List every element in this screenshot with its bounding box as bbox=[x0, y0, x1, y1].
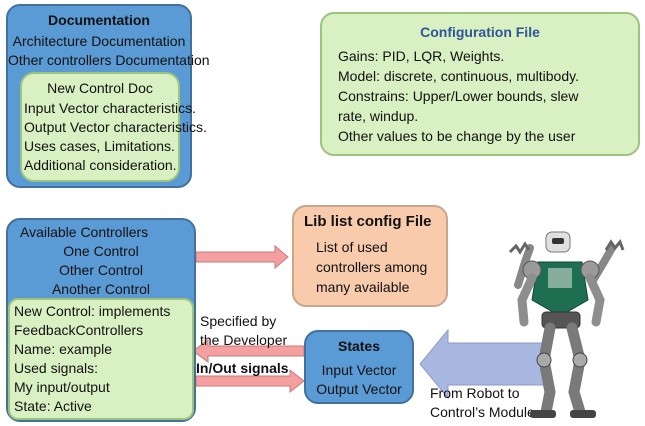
configuration-line: rate, windup. bbox=[338, 108, 419, 124]
new-control-doc-item: Uses cases, Limitations. bbox=[24, 138, 175, 154]
lib-list-config-box: Lib list config File List of used contro… bbox=[292, 205, 448, 307]
specified-by-line: the Developer bbox=[200, 332, 288, 348]
new-control-doc-title: New Control Doc bbox=[47, 80, 153, 96]
configuration-line: Other values to be change by the user bbox=[338, 128, 576, 144]
configuration-file-title: Configuration File bbox=[420, 24, 540, 40]
lib-list-line: List of used bbox=[316, 239, 388, 255]
lib-list-config-title: Lib list config File bbox=[304, 213, 432, 230]
controller-item-other: Other Control bbox=[58, 262, 144, 278]
configuration-line: Model: discrete, continuous, multibody. bbox=[338, 68, 579, 84]
documentation-item-architecture: Architecture Documentation bbox=[12, 33, 186, 49]
states-item-output: Output Vector bbox=[316, 381, 402, 397]
from-robot-line: Control’s Module bbox=[430, 404, 535, 420]
arrow-controllers-to-states bbox=[195, 368, 305, 394]
documentation-box: Documentation Architecture Documentation… bbox=[6, 4, 210, 188]
new-control-doc-item: Input Vector characteristics. bbox=[24, 100, 196, 116]
controller-item-one: One Control bbox=[63, 243, 139, 259]
new-control-line: Name: example bbox=[14, 341, 113, 357]
lib-list-line: controllers among bbox=[316, 259, 428, 275]
states-box: States Input Vector Output Vector bbox=[304, 330, 414, 404]
new-control-doc-item: Output Vector characteristics. bbox=[24, 119, 207, 135]
arrow-states-to-controllers bbox=[192, 339, 305, 363]
arrow-to-lib-list bbox=[195, 244, 289, 270]
states-title: States bbox=[337, 338, 381, 354]
new-control-doc-item: Additional consideration. bbox=[24, 157, 177, 173]
new-control-doc-list: Input Vector characteristics. Output Vec… bbox=[24, 99, 207, 175]
specified-by-label: Specified by the Developer bbox=[200, 312, 287, 350]
documentation-title: Documentation bbox=[48, 12, 150, 28]
arrow-robot-to-states bbox=[419, 328, 547, 400]
specified-by-line: Specified by bbox=[200, 313, 277, 329]
new-control-line: State: Active bbox=[14, 398, 92, 414]
states-item-input: Input Vector bbox=[321, 362, 397, 378]
documentation-item-other: Other controllers Documentation bbox=[8, 52, 210, 68]
new-control-line: Used signals: bbox=[14, 360, 99, 376]
new-control-line: My input/output bbox=[14, 379, 110, 395]
available-controllers-title: Available Controllers bbox=[20, 224, 149, 240]
new-control-box: New Control: implements FeedbackControll… bbox=[8, 298, 194, 420]
new-control-lines: New Control: implements FeedbackControll… bbox=[14, 302, 170, 416]
configuration-file-lines: Gains: PID, LQR, Weights. Model: discret… bbox=[338, 46, 579, 146]
from-robot-line: From Robot to bbox=[430, 385, 520, 401]
available-controllers-box: Available Controllers One Control Other … bbox=[6, 218, 196, 422]
lib-list-line: many available bbox=[316, 279, 410, 295]
configuration-file-box: Configuration File Gains: PID, LQR, Weig… bbox=[320, 12, 640, 156]
configuration-line: Gains: PID, LQR, Weights. bbox=[338, 48, 505, 64]
new-control-line: FeedbackControllers bbox=[14, 322, 144, 338]
from-robot-label: From Robot to Control’s Module bbox=[430, 384, 535, 422]
in-out-signals-label: In/Out signals bbox=[196, 360, 289, 376]
configuration-line: Constrains: Upper/Lower bounds, slew bbox=[338, 88, 579, 104]
controller-item-another: Another Control bbox=[51, 281, 151, 297]
lib-list-config-lines: List of used controllers among many avai… bbox=[316, 237, 427, 297]
new-control-doc-box: New Control Doc Input Vector characteris… bbox=[20, 72, 207, 182]
new-control-line: New Control: implements bbox=[14, 303, 171, 319]
